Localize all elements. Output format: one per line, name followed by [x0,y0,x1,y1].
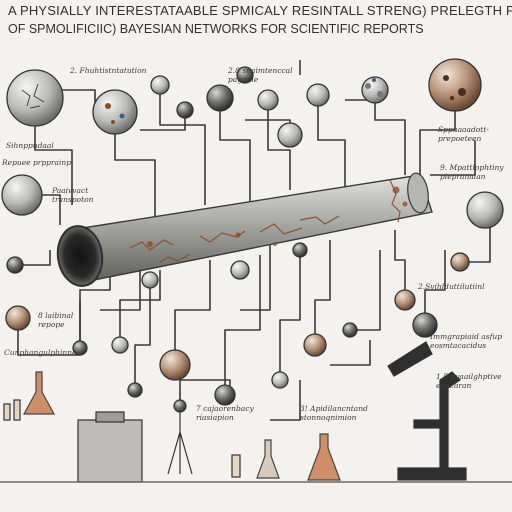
connection-line [317,95,346,200]
network-node [271,371,289,389]
network-node [236,66,254,84]
connection-line [279,250,301,380]
connection-line [267,100,291,190]
connection-line [114,112,156,220]
label-left-mid: Repuee prpprainp [2,158,72,167]
connection-line [224,255,261,395]
connection-line [15,250,51,266]
network-node [214,384,236,406]
network-node [111,336,129,354]
microscope-icon [387,341,467,481]
label-top-right-center: 2.8 snaimtenccal paganle [228,66,293,84]
network-node [176,101,194,119]
cell-node [92,89,138,135]
network-node [306,83,330,107]
network-node [150,75,170,95]
cell-node [6,69,64,127]
rust-node [428,58,482,112]
test-tubes-icon [3,399,241,478]
connection-line [270,380,301,421]
label-right-mid: 9. Mpattlophtiny piepranalan [440,163,504,181]
connection-line [79,265,111,348]
label-left-top: Sihnppudaal [6,141,54,150]
network-nodes [1,58,504,406]
network-node [6,256,24,274]
connection-line [350,250,381,331]
network-node [277,122,303,148]
connection-line [314,240,331,345]
connection-line [430,140,476,176]
label-right-center: 2.Svihlduttilutiinl [418,282,485,291]
network-node [342,322,358,338]
label-right-top: Sppuaaadott- prepoeteen [438,125,489,143]
connection-line [159,85,206,205]
network-node [450,252,470,272]
pipe-rust-spots [147,186,408,247]
connection-line [240,240,271,311]
label-bottom-center: 3! Apidilancntand stonnoqnimion [300,404,368,422]
network-node [72,340,88,356]
network-node [292,242,308,258]
title-line-1: A PHYSIALLY INTERESTATAABLE SPMICALY RES… [8,3,512,18]
network-node [159,349,191,381]
network-node [5,305,31,331]
label-bottom-right: 1.5 pyaailghptive eancaran [436,372,502,390]
flask-icon [22,371,341,481]
label-bottom-center-left: 7 cajaorenbacy riasiapion [196,404,254,422]
label-right-lower: Immgrapiaid asfup eosmtacacidus [430,332,503,350]
lab-cabinet [77,419,143,483]
network-node [127,382,143,398]
tripod-icon [167,399,193,475]
label-left-bottom: Cunphangulphinne [4,348,77,357]
title-line-2: OF SPMOLIFICIIC) BAYESIAN NETWORKS FOR S… [8,22,424,36]
network-node [394,289,416,311]
lab-equipment [0,341,512,483]
network-node [1,174,43,216]
network-node [412,312,438,338]
network-node [230,260,250,280]
connection-line [134,280,151,390]
connection-line [174,260,211,365]
network-node [303,333,327,357]
connection-line [460,215,491,263]
network-node [257,89,279,111]
network-node [206,84,234,112]
network-node [141,271,159,289]
label-left-lower: 8 laibinal repope [38,311,74,329]
connection-line [330,340,371,366]
connection-line [424,250,446,325]
pipe [56,172,433,287]
cluster-node [361,76,389,104]
connection-line [374,90,406,175]
connection-line [60,89,96,105]
pipe-opening [56,225,104,287]
connection-line [219,98,251,215]
label-left-side: Paaivvact transpoton [52,186,94,204]
connection-line [394,230,406,300]
label-top-center: 2. Fhuhtistntatution [70,66,147,75]
network-node [466,191,504,229]
